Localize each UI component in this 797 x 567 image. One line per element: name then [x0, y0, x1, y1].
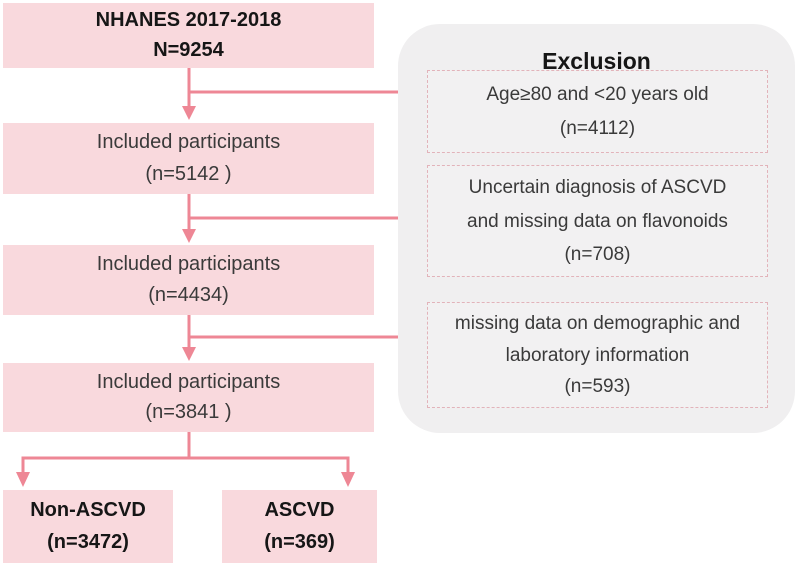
- source-count: N=9254: [153, 38, 224, 61]
- included-label: Included participants: [96, 253, 281, 275]
- exclusion-box-missing-data: missing data on demographic and laborato…: [427, 302, 768, 408]
- exclusion-reason: missing data on demographic and: [454, 312, 741, 334]
- included-label: Included participants: [96, 131, 281, 154]
- exclusion-reason: laboratory information: [505, 344, 690, 366]
- included-label: Included participants: [96, 370, 281, 393]
- arrowhead-down-left: [16, 472, 30, 487]
- exclusion-count: (n=593): [564, 376, 631, 398]
- outcome-box-non-ascvd: Non-ASCVD (n=3472): [3, 490, 173, 563]
- included-count: (n=5142 ): [145, 162, 232, 185]
- source-title: NHANES 2017-2018: [95, 9, 282, 32]
- exclusion-count: (n=708): [564, 243, 631, 265]
- outcome-label: Non-ASCVD: [30, 499, 146, 521]
- arrowhead-down-right: [341, 472, 355, 487]
- exclusion-title: Exclusion: [542, 48, 651, 74]
- outcome-count: (n=369): [264, 531, 335, 553]
- exclusion-reason: Uncertain diagnosis of ASCVD: [468, 177, 727, 199]
- source-box: NHANES 2017-2018 N=9254: [3, 3, 374, 68]
- exclusion-box-diagnosis: Uncertain diagnosis of ASCVD and missing…: [427, 165, 768, 277]
- included-count: (n=4434): [148, 284, 229, 306]
- included-count: (n=3841 ): [145, 401, 232, 424]
- included-box-2: Included participants (n=4434): [3, 245, 374, 315]
- exclusion-reason: Age≥80 and <20 years old: [486, 83, 709, 105]
- exclusion-reason: and missing data on flavonoids: [467, 210, 728, 232]
- outcome-label: ASCVD: [264, 499, 335, 521]
- included-box-1: Included participants (n=5142 ): [3, 123, 374, 194]
- outcome-box-ascvd: ASCVD (n=369): [222, 490, 377, 563]
- arrowhead-down-2: [182, 229, 196, 243]
- arrowhead-down-3: [182, 347, 196, 361]
- included-box-3: Included participants (n=3841 ): [3, 363, 374, 432]
- outcome-count: (n=3472): [47, 531, 129, 553]
- exclusion-count: (n=4112): [559, 118, 636, 140]
- exclusion-box-age: Age≥80 and <20 years old (n=4112): [427, 70, 768, 153]
- arrowhead-down-1: [182, 106, 196, 120]
